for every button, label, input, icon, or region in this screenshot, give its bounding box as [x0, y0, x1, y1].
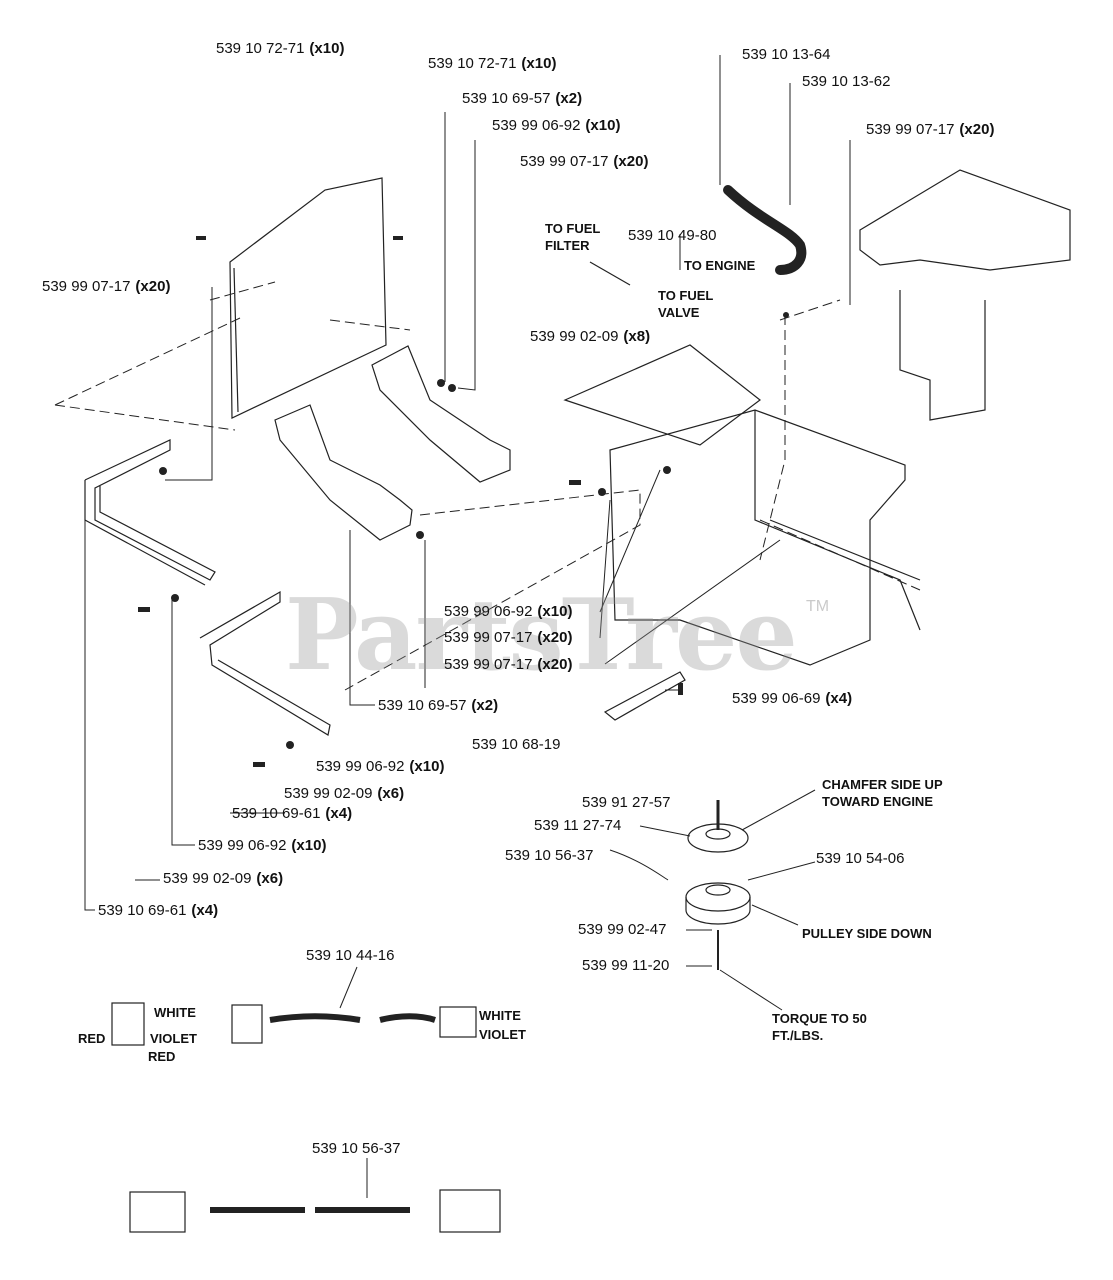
callout-part[interactable]: 539 99 07-17(x20)	[444, 629, 573, 646]
callout-part[interactable]: 539 10 56-37	[312, 1140, 401, 1157]
callout-part[interactable]: 539 10 72-71(x10)	[216, 40, 345, 57]
note-pulley-side: PULLEY SIDE DOWN	[802, 926, 932, 941]
callout-part[interactable]: 539 10 69-61(x4)	[232, 805, 353, 822]
callout-part[interactable]: 539 99 06-69(x4)	[732, 690, 853, 707]
note-to-fuel-valve: TO FUEL VALVE	[658, 288, 714, 320]
callout-part[interactable]: 539 99 06-92(x10)	[492, 117, 621, 134]
callout-part[interactable]: 539 10 56-37	[505, 847, 594, 864]
engine-deck	[859, 169, 1071, 271]
note-chamfer: CHAMFER SIDE UP TOWARD ENGINE	[822, 777, 943, 809]
callout-part[interactable]: 539 10 13-62	[802, 73, 891, 90]
clutch	[685, 882, 751, 912]
callout-part[interactable]: 539 10 54-06	[816, 850, 905, 867]
fuel-line	[723, 185, 807, 275]
callout-part[interactable]: 539 10 13-64	[742, 46, 831, 63]
frame-body	[609, 409, 906, 666]
watermark: PartsTree	[285, 578, 798, 693]
tab-bracket	[603, 671, 686, 721]
callout-part[interactable]: 539 99 02-47	[578, 921, 667, 938]
wire-label-red-left: RED	[78, 1031, 106, 1046]
note-to-engine: TO ENGINE	[684, 258, 756, 273]
callout-part[interactable]: 539 10 69-57(x2)	[378, 697, 499, 714]
trademark-mark: TM	[806, 598, 830, 615]
callout-part[interactable]: 539 99 06-92(x10)	[316, 758, 445, 775]
note-to-fuel-filter: TO FUEL FILTER	[545, 221, 601, 253]
note-torque: TORQUE TO 50 FT./LBS.	[772, 1011, 867, 1043]
callout-part[interactable]: 539 99 02-09(x6)	[284, 785, 405, 802]
callout-part[interactable]: 539 99 06-92(x10)	[198, 837, 327, 854]
wire-label-red-left-2: RED	[148, 1049, 176, 1064]
shield-plate	[229, 177, 387, 419]
callout-part[interactable]: 539 11 27-74	[534, 817, 622, 834]
wire-label-violet-right: VIOLET	[479, 1027, 526, 1042]
callout-part[interactable]: 539 10 44-16	[306, 947, 395, 964]
callout-part[interactable]: 539 99 02-09(x8)	[530, 328, 651, 345]
callout-part[interactable]: 539 99 07-17(x20)	[520, 153, 649, 170]
callout-part[interactable]: 539 99 07-17(x20)	[866, 121, 995, 138]
callout-part[interactable]: 539 99 07-17(x20)	[444, 656, 573, 673]
support-bracket-2	[371, 345, 511, 483]
front-bracket-right	[199, 590, 331, 736]
callout-part[interactable]: 539 10 69-57(x2)	[462, 90, 583, 107]
callout-part[interactable]: 539 91 27-57	[582, 794, 671, 811]
callout-part[interactable]: 539 10 72-71(x10)	[428, 55, 557, 72]
front-bracket-left	[84, 439, 216, 581]
callout-part[interactable]: 539 10 49-80	[628, 227, 717, 244]
callout-part[interactable]: 539 99 06-92(x10)	[444, 603, 573, 620]
harness-top	[269, 1013, 436, 1023]
callout-part[interactable]: 539 10 68-19	[472, 736, 561, 753]
callout-part[interactable]: 539 99 02-09(x6)	[163, 870, 284, 887]
wire-label-violet-left: VIOLET	[150, 1031, 197, 1046]
callout-part[interactable]: 539 99 11-20	[582, 957, 670, 974]
wire-label-white-left: WHITE	[154, 1005, 196, 1020]
support-bracket-1	[274, 404, 413, 541]
callout-part[interactable]: 539 10 69-61(x4)	[98, 902, 219, 919]
callout-part[interactable]: 539 99 07-17(x20)	[42, 278, 171, 295]
wire-label-white-right: WHITE	[479, 1008, 521, 1023]
